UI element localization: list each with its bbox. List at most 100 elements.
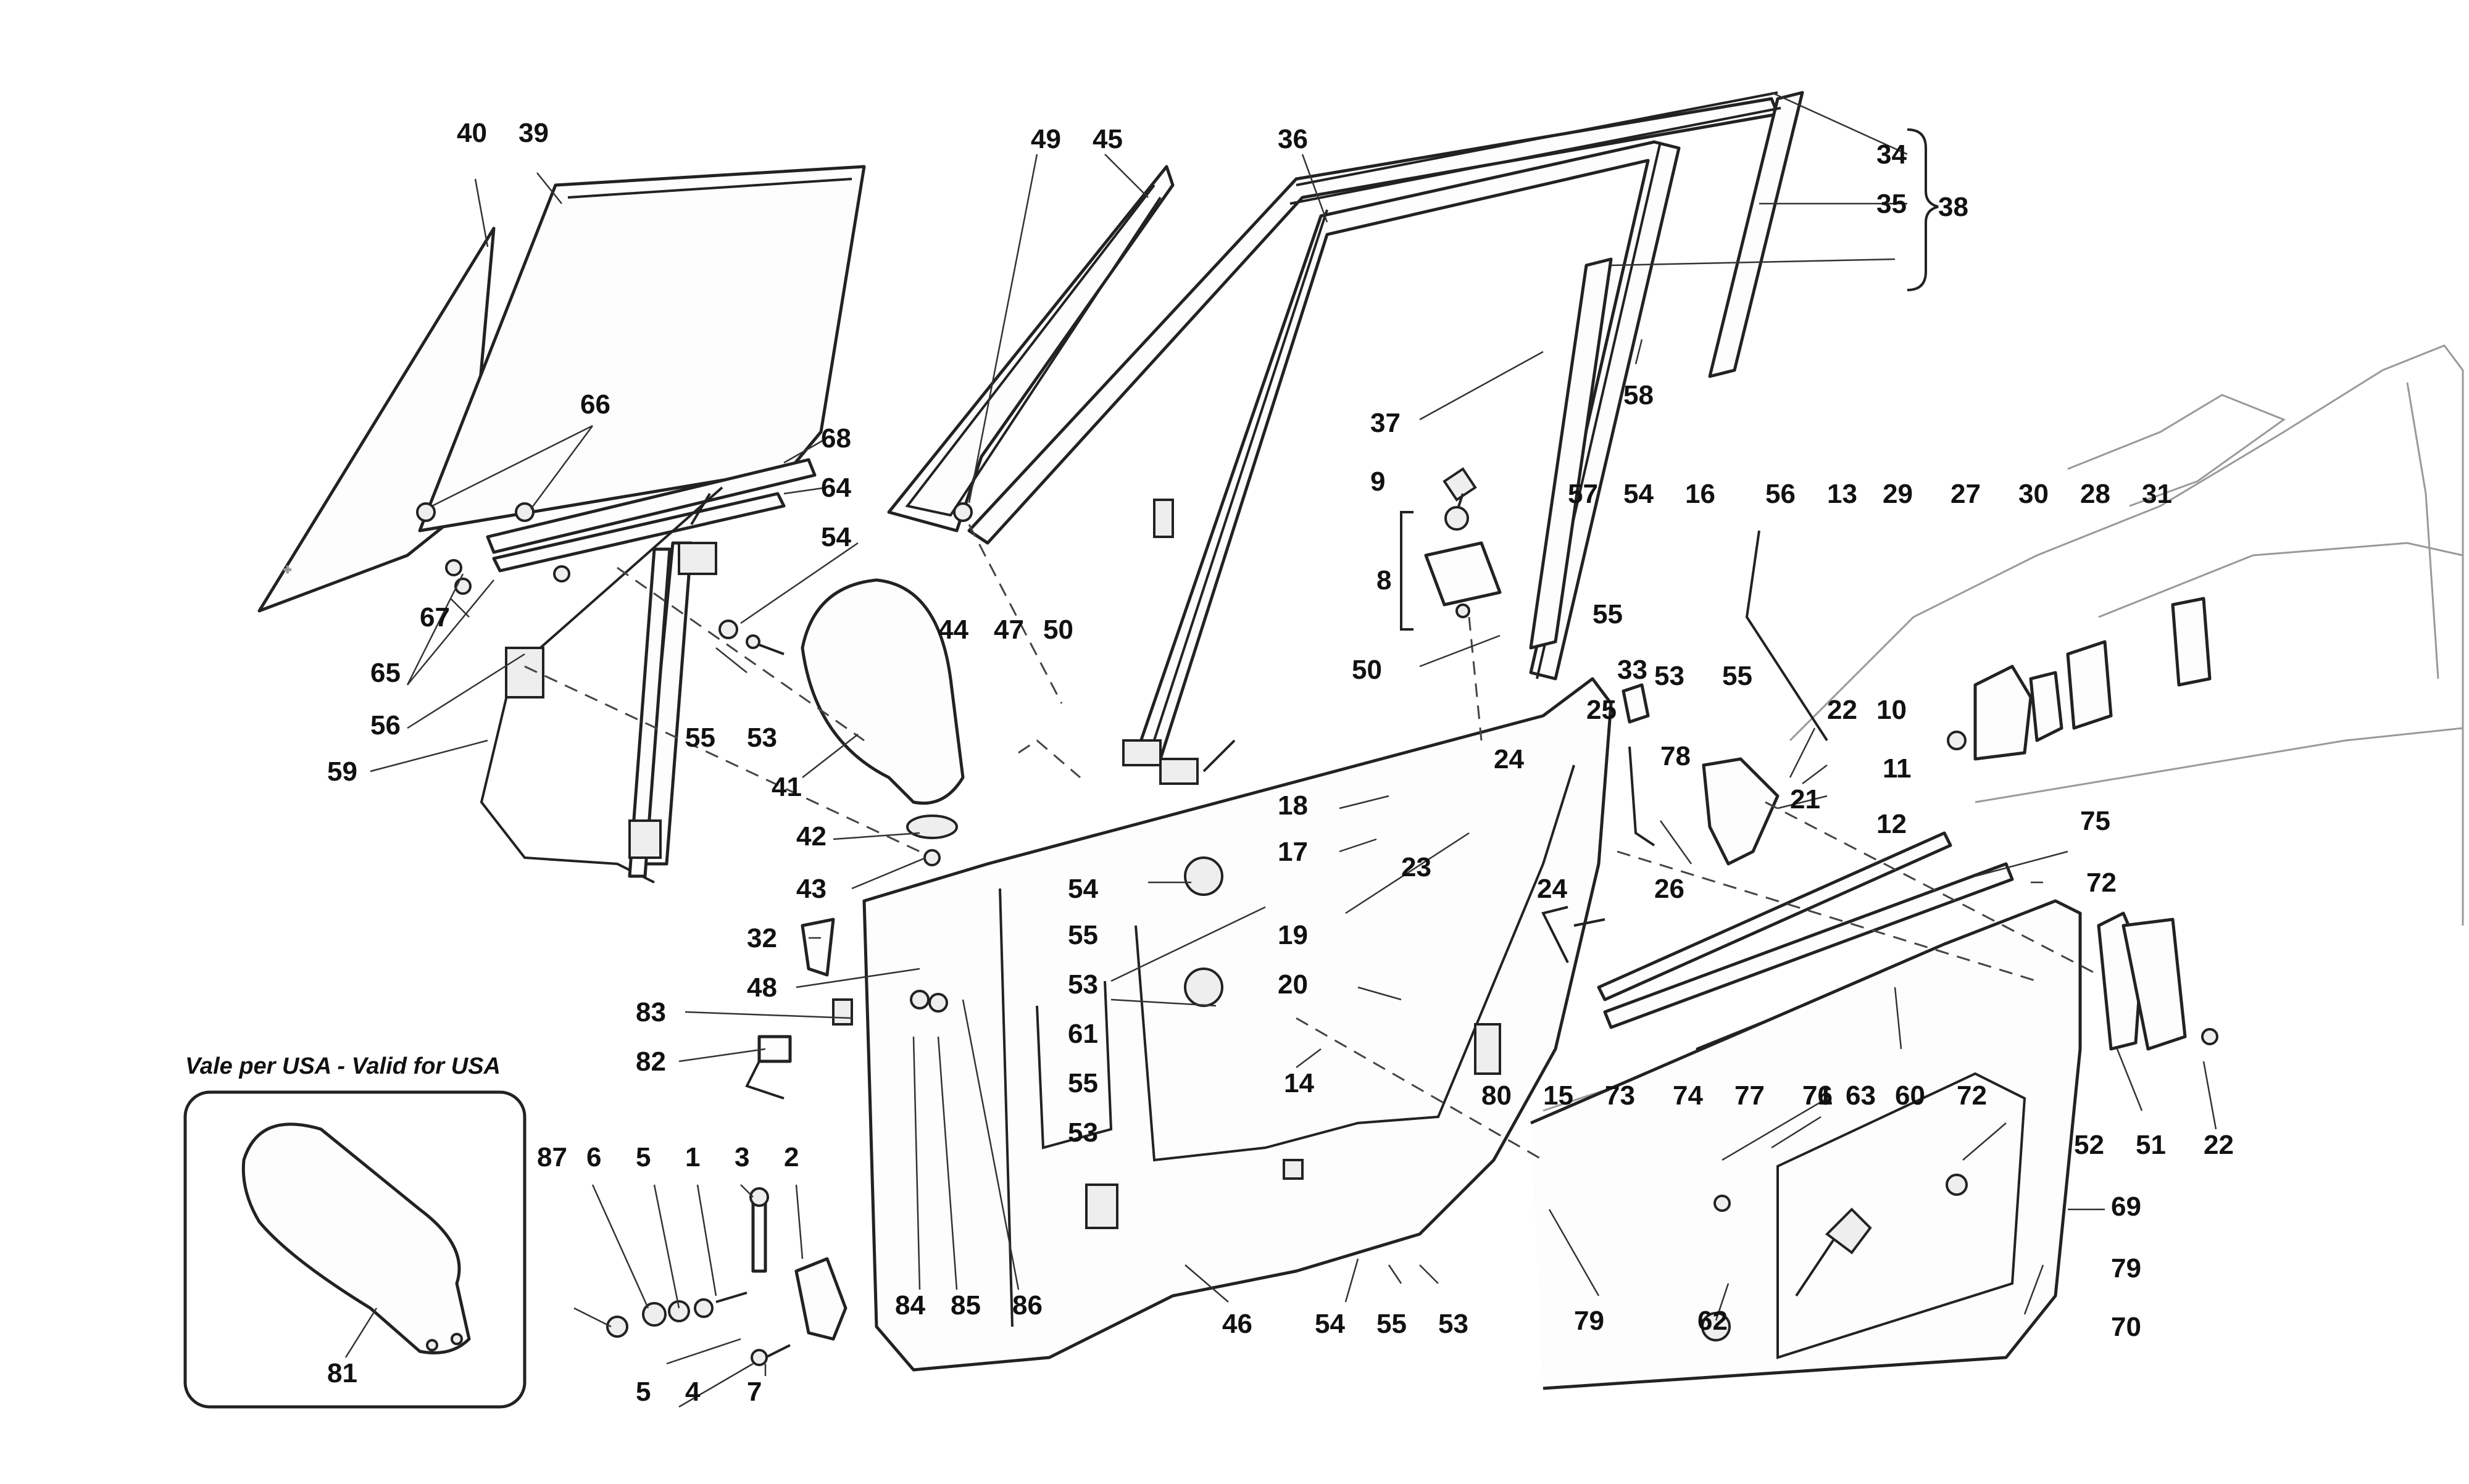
- part-label: 59: [327, 757, 357, 787]
- part-label: 14: [1284, 1068, 1314, 1098]
- part-label: 85: [951, 1290, 981, 1320]
- part-label: 68: [821, 423, 851, 454]
- part-label: 77: [1734, 1080, 1765, 1111]
- part-label: 81: [327, 1358, 357, 1388]
- part-label: 73: [1605, 1080, 1635, 1111]
- usa-inset: Vale per USA - Valid for USA 81: [183, 1053, 527, 1409]
- part-label: 71: [1802, 1080, 1833, 1111]
- window-regulator: [480, 486, 785, 884]
- part-label: 24: [1494, 744, 1524, 774]
- part-label: 49: [1031, 124, 1061, 154]
- part-label: 18: [1278, 790, 1308, 821]
- usa-mirror-shape: [241, 1122, 471, 1354]
- lock-assembly: [1400, 467, 1502, 631]
- part-label: 87: [537, 1142, 567, 1172]
- part-label: 22: [1827, 695, 1857, 725]
- part-label: 35: [1876, 189, 1907, 219]
- part-label: 55: [1593, 599, 1623, 629]
- part-label: 56: [1765, 479, 1796, 509]
- part-label: 15: [1543, 1080, 1573, 1111]
- part-label: 55: [1722, 661, 1752, 691]
- part-label: 34: [1876, 139, 1907, 170]
- door-shell: [862, 677, 1613, 1372]
- part-label: 7: [747, 1377, 762, 1407]
- part-label: 67: [420, 602, 450, 632]
- part-label: 13: [1827, 479, 1857, 509]
- part-label: 29: [1883, 479, 1913, 509]
- part-label: 75: [2080, 806, 2110, 836]
- part-label: 86: [1012, 1290, 1043, 1320]
- part-label: 3: [735, 1142, 749, 1172]
- part-label: 60: [1895, 1080, 1925, 1111]
- part-label: 55: [1068, 920, 1098, 950]
- part-label: 1: [685, 1142, 700, 1172]
- part-label: 53: [747, 723, 777, 753]
- part-label: 57: [1568, 479, 1598, 509]
- part-label: 61: [1068, 1019, 1098, 1049]
- part-label: 51: [2136, 1130, 2166, 1160]
- side-mirror: [801, 578, 965, 866]
- part-label: 50: [1043, 615, 1073, 645]
- part-label: 20: [1278, 969, 1308, 1000]
- part-label: 23: [1401, 852, 1431, 882]
- part-label: 47: [994, 615, 1024, 645]
- part-label: 30: [2018, 479, 2049, 509]
- part-label: 5: [636, 1142, 651, 1172]
- quarter-glass: +: [257, 226, 496, 613]
- part-label: 58: [1623, 380, 1654, 410]
- part-label: 28: [2080, 479, 2110, 509]
- part-label: 53: [1654, 661, 1684, 691]
- part-label: 24: [1537, 874, 1567, 904]
- part-label: 44: [938, 615, 968, 645]
- svg-text:+: +: [284, 563, 291, 577]
- part-label: 25: [1586, 695, 1617, 725]
- part-label: 5: [636, 1377, 651, 1407]
- part-label: 46: [1222, 1309, 1252, 1339]
- part-label: 10: [1876, 695, 1907, 725]
- part-label: 53: [1068, 1117, 1098, 1148]
- part-label: 76: [1802, 1080, 1833, 1111]
- part-label: 54: [1068, 874, 1098, 904]
- inner-trim-panel: [1530, 899, 2082, 1390]
- part-label: 38: [1938, 192, 1968, 222]
- part-label: 11: [1883, 753, 1912, 784]
- part-label: 36: [1278, 124, 1308, 154]
- part-label: 45: [1093, 124, 1123, 154]
- part-label: 27: [1951, 479, 1981, 509]
- part-label: 65: [370, 658, 401, 688]
- door-striker: [2097, 911, 2218, 1051]
- part-label: 22: [2204, 1130, 2234, 1160]
- part-label: 79: [1574, 1306, 1604, 1336]
- part-label: 8: [1376, 565, 1391, 595]
- part-label: 2: [784, 1142, 799, 1172]
- part-label: 54: [1623, 479, 1654, 509]
- door-latch: [1541, 530, 1828, 963]
- part-labels: 40 39 49 45 36 34 35 38 58 37 9 8 57 54 …: [327, 118, 2234, 1407]
- part-label: 48: [747, 972, 777, 1003]
- reference-lines: [524, 524, 2099, 1161]
- door-hinges: [1947, 597, 2212, 761]
- part-label: 17: [1278, 837, 1308, 867]
- part-label: 62: [1697, 1306, 1728, 1336]
- usa-inset-box: [183, 1090, 527, 1409]
- part-label: 4: [685, 1377, 701, 1407]
- part-label: 55: [1068, 1068, 1098, 1098]
- part-label: 43: [796, 874, 826, 904]
- part-label: 83: [636, 997, 666, 1027]
- usa-leader: [344, 1308, 378, 1358]
- part-label: 40: [457, 118, 487, 148]
- part-label: 9: [1370, 466, 1385, 497]
- group-bracket-38: [1907, 128, 1939, 291]
- part-label: 70: [2111, 1312, 2141, 1342]
- part-label: 63: [1846, 1080, 1876, 1111]
- small-hardware: [606, 918, 948, 1366]
- part-label: 78: [1660, 741, 1691, 771]
- part-label: 16: [1685, 479, 1715, 509]
- part-label: 82: [636, 1047, 666, 1077]
- part-label: 32: [747, 923, 777, 953]
- part-label: 19: [1278, 920, 1308, 950]
- part-label: 52: [2074, 1130, 2104, 1160]
- part-label: 84: [895, 1290, 925, 1320]
